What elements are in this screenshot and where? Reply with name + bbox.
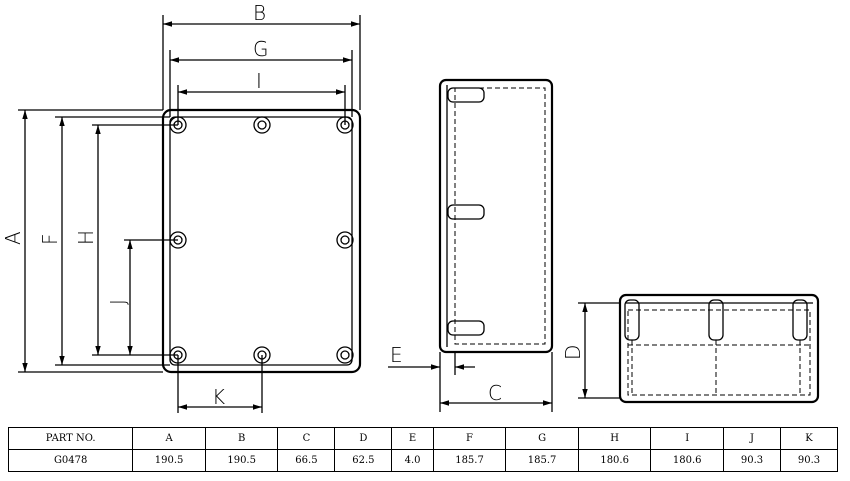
screw-hole-icon [253,116,271,134]
end-view: D [561,293,820,404]
table-cell: 62.5 [334,449,393,472]
table-cell: 190.5 [204,449,279,472]
screw-boss [447,87,485,103]
dim-label-f: F [38,233,62,245]
table-cell: 66.5 [277,449,336,472]
header-cell: E [391,427,434,450]
table-header-row: PART NO. A B C D E F G H I J K [7,427,839,450]
header-cell: D [334,427,393,450]
table-cell: 90.3 [723,449,781,472]
table-row: G0478 190.5 190.5 66.5 62.5 4.0 185.7 18… [7,449,839,472]
header-cell: J [723,427,781,450]
dimension-table: PART NO. A B C D E F G H I J K G0478 190… [7,427,839,472]
header-cell: F [432,427,507,450]
header-cell: K [779,427,839,450]
header-cell: H [577,427,652,450]
header-cell: I [650,427,724,450]
side-view: C E [388,78,554,412]
screw-boss [447,204,485,220]
screw-boss [792,299,808,341]
header-cell: B [204,427,279,450]
technical-drawing: B G I K A F H J C E D [1,1,820,413]
screw-hole-inner [340,235,350,245]
dim-label-j: J [106,299,130,305]
dim-label-d: D [561,345,585,360]
table-cell: 180.6 [650,449,724,472]
header-cell: G [505,427,579,450]
table-cell: G0478 [7,449,134,472]
table-cell: 4.0 [391,449,434,472]
screw-hole-icon [336,231,354,249]
header-cell: PART NO. [7,427,134,450]
table-cell: 185.7 [432,449,507,472]
dim-label-c: C [488,381,502,405]
dim-label-a: A [1,231,25,245]
dim-label-k: K [212,385,225,409]
screw-boss [624,299,640,341]
dim-label-i: I [256,69,262,93]
front-view: B G I K A F H J [1,1,362,413]
screw-hole-inner [340,350,350,360]
table-cell: 185.7 [505,449,579,472]
dim-label-b: B [253,1,266,25]
screw-hole-icon [336,346,354,364]
screw-boss [708,299,724,341]
dim-label-h: H [74,230,98,245]
dim-label-e: E [390,343,403,367]
screw-boss [447,320,485,336]
screw-hole-inner [257,120,267,130]
table-cell: 90.3 [779,449,839,472]
table-cell: 180.6 [577,449,652,472]
table-cell: 190.5 [132,449,206,472]
dim-label-g: G [253,37,269,61]
header-cell: A [132,427,206,450]
header-cell: C [277,427,336,450]
